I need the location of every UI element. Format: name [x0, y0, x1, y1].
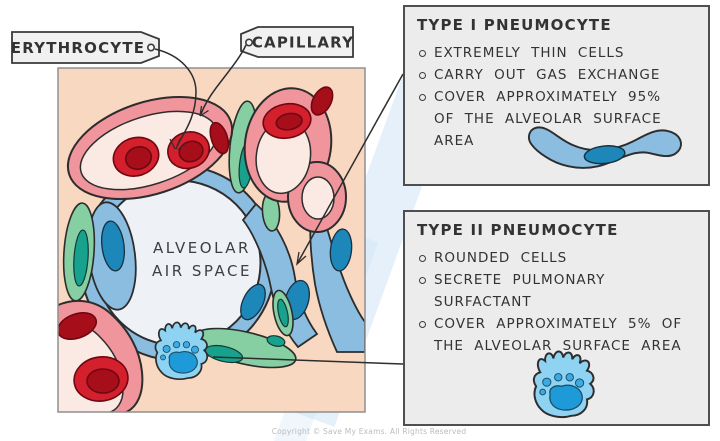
bullet-item: ROUNDED CELLS — [417, 247, 686, 269]
tag-hole-icon — [147, 43, 156, 52]
type2-pneumocyte-cell-illustration — [532, 350, 595, 419]
tag-shape — [11, 31, 160, 64]
capillary-tag-label: CAPILLARY — [252, 34, 354, 52]
type1-pneumocyte-panel: TYPE I PNEUMOCYTE EXTREMELY THIN CELLS C… — [403, 5, 710, 186]
bullet-item: EXTREMELY THIN CELLS — [417, 42, 686, 64]
erythrocyte-pointer-ticks — [169, 138, 186, 151]
diagram-frame — [57, 67, 366, 413]
air-space-label-line1: ALVEOLAR — [153, 239, 251, 257]
type1-nucleus — [329, 228, 353, 272]
air-space-label-line2: AIR SPACE — [152, 262, 252, 280]
type2-panel-title: TYPE II PNEUMOCYTE — [417, 221, 619, 239]
erythrocyte-center — [86, 368, 120, 394]
type1-nucleus — [583, 145, 626, 165]
erythrocyte-side-view — [310, 86, 334, 116]
erythrocyte-center — [178, 140, 204, 163]
type2-cell-granules — [539, 373, 585, 396]
bullet-item: SECRETE PULMONARY SURFACTANT — [417, 269, 686, 313]
erythrocyte-tag: ERYTHROCYTE — [11, 31, 160, 64]
bullet-item: CARRY OUT GAS EXCHANGE — [417, 64, 686, 86]
capillary-lumen — [301, 176, 335, 220]
capillary-pointer-arrowhead-icon — [199, 105, 209, 117]
capillary-tag: CAPILLARY — [240, 26, 354, 58]
copyright-notice: Copyright © Save My Exams. All Rights Re… — [272, 427, 467, 436]
type1-cell-body — [528, 126, 682, 169]
bullet-item: COVER APPROXIMATELY 5% OF THE ALVEOLAR S… — [417, 313, 686, 357]
erythrocyte-side-view — [209, 121, 230, 155]
alveolar-air-space — [81, 166, 275, 360]
capillary-pointer-line — [200, 44, 247, 115]
erythrocyte-center — [275, 112, 303, 131]
type2-bullet-list: ROUNDED CELLS SECRETE PULMONARY SURFACTA… — [417, 247, 698, 357]
type2-nucleus — [168, 351, 198, 374]
erythrocytes — [58, 86, 334, 402]
bullet-item: COVER APPROXIMATELY 95% OF THE ALVEOLAR … — [417, 86, 686, 152]
type1-pointer-line — [296, 73, 404, 265]
type1-pneumocyte-cell-illustration — [528, 126, 682, 169]
fibroblast-nucleus — [266, 335, 286, 347]
type1-bullet-list: EXTREMELY THIN CELLS CARRY OUT GAS EXCHA… — [417, 42, 698, 152]
type2-pneumocyte-panel: TYPE II PNEUMOCYTE ROUNDED CELLS SECRETE… — [403, 210, 710, 426]
tag-hole-icon — [245, 38, 254, 47]
type1-nucleus — [101, 220, 125, 272]
type2-pneumocyte-cell — [154, 321, 209, 381]
erythrocyte-tag-label: ERYTHROCYTE — [11, 39, 145, 57]
fibroblast-nucleus — [73, 229, 89, 287]
erythrocytes-capillary1 — [112, 121, 230, 177]
erythrocyte-center — [124, 146, 153, 171]
type1-panel-title: TYPE I PNEUMOCYTE — [417, 16, 612, 34]
alveolus-illustration — [58, 68, 365, 412]
type1-pointer-arrowhead-icon — [296, 251, 307, 266]
fibroblast-nucleus — [277, 298, 289, 328]
type2-nucleus — [549, 384, 583, 411]
type1-nucleus — [240, 283, 266, 321]
pointer-lines — [154, 44, 404, 365]
tag-shape — [240, 26, 354, 58]
type2-pointer-line — [212, 356, 404, 365]
type2-cell-granules — [160, 341, 199, 361]
erythrocyte-pointer-line — [154, 48, 197, 147]
